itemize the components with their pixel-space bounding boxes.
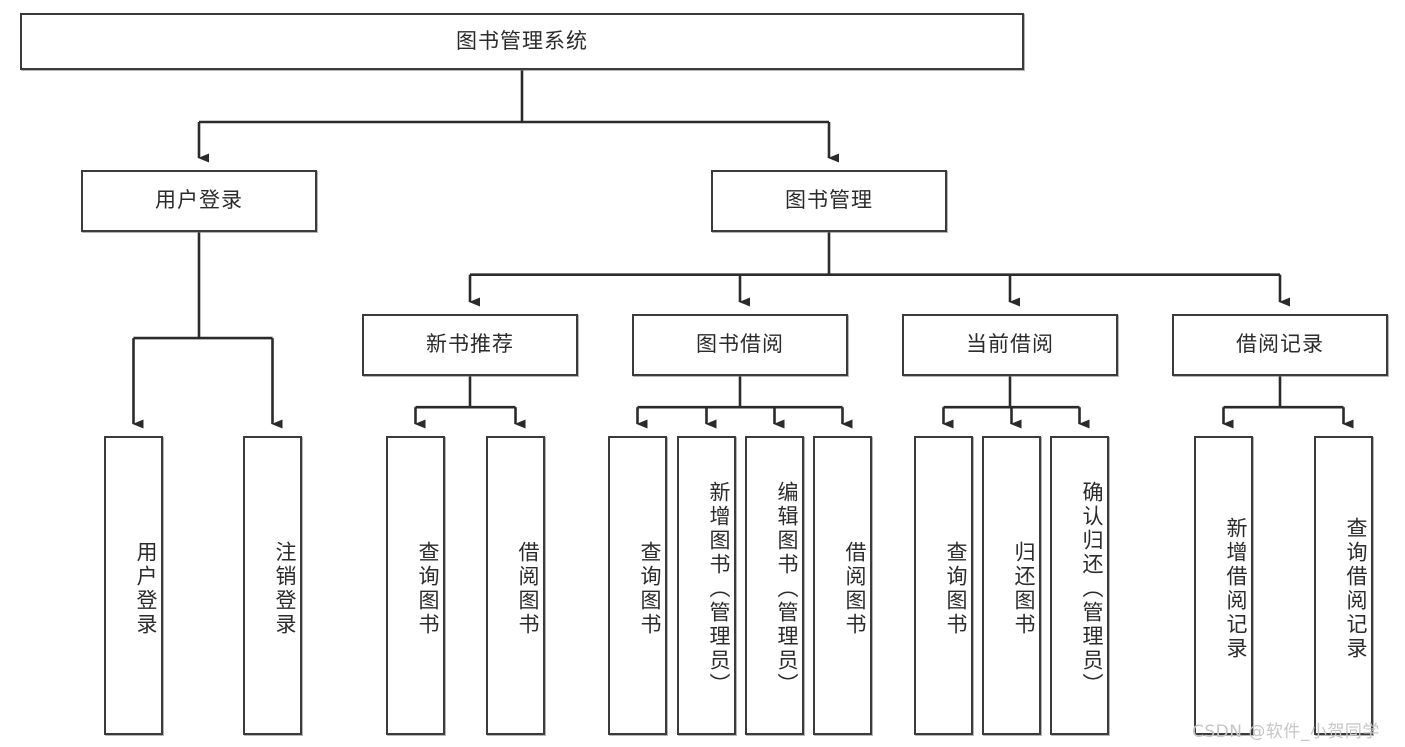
node-borrow-record[interactable]: 借阅记录 — [1172, 314, 1388, 376]
node-leaf-user-login[interactable]: 用户登录 — [104, 436, 163, 735]
node-leaf-logout[interactable]: 注销登录 — [243, 436, 302, 735]
node-leaf-borrow-book-rec[interactable]: 借阅图书 — [486, 436, 545, 735]
node-label: 归还图书 — [1012, 540, 1036, 637]
csdn-watermark: CSDN @软件_小贺同学 — [1192, 722, 1380, 742]
node-leaf-borrow-book[interactable]: 借阅图书 — [813, 436, 872, 735]
node-current-borrow[interactable]: 当前借阅 — [902, 314, 1118, 376]
node-book-borrow[interactable]: 图书借阅 — [632, 314, 848, 376]
node-leaf-edit-book[interactable]: 编辑图书（管理员） — [745, 436, 804, 735]
node-label: 新增借阅记录 — [1224, 516, 1248, 661]
node-label: 借阅图书 — [516, 540, 540, 637]
node-label: 借阅记录 — [1236, 332, 1324, 357]
node-label: 注销登录 — [273, 540, 297, 637]
node-label: 当前借阅 — [966, 332, 1054, 357]
node-label: 用户登录 — [155, 188, 243, 213]
node-leaf-query-book-cur[interactable]: 查询图书 — [914, 436, 973, 735]
node-root[interactable]: 图书管理系统 — [20, 13, 1024, 70]
node-label: 图书管理系统 — [456, 28, 588, 53]
node-leaf-query-book-rec[interactable]: 查询图书 — [386, 436, 445, 735]
node-leaf-confirm-return[interactable]: 确认归还（管理员） — [1050, 436, 1109, 735]
node-label: 查询借阅记录 — [1344, 516, 1368, 661]
node-label: 新增图书（管理员） — [707, 480, 731, 697]
node-label: 新书推荐 — [426, 332, 514, 357]
node-label: 查询图书 — [638, 540, 662, 637]
node-label: 确认归还（管理员） — [1080, 480, 1104, 697]
node-label: 查询图书 — [416, 540, 440, 637]
node-leaf-query-record[interactable]: 查询借阅记录 — [1314, 436, 1373, 735]
node-label: 编辑图书（管理员） — [775, 480, 799, 697]
node-user-login[interactable]: 用户登录 — [81, 170, 317, 232]
node-book-manage[interactable]: 图书管理 — [711, 170, 947, 232]
node-label: 图书管理 — [785, 188, 873, 213]
node-label: 图书借阅 — [696, 332, 784, 357]
node-leaf-add-book[interactable]: 新增图书（管理员） — [677, 436, 736, 735]
node-leaf-query-book-borrow[interactable]: 查询图书 — [608, 436, 667, 735]
node-label: 借阅图书 — [843, 540, 867, 637]
node-new-book-rec[interactable]: 新书推荐 — [362, 314, 578, 376]
node-label: 用户登录 — [134, 540, 158, 637]
node-leaf-add-record[interactable]: 新增借阅记录 — [1194, 436, 1253, 735]
node-label: 查询图书 — [944, 540, 968, 637]
node-leaf-return-book[interactable]: 归还图书 — [982, 436, 1041, 735]
